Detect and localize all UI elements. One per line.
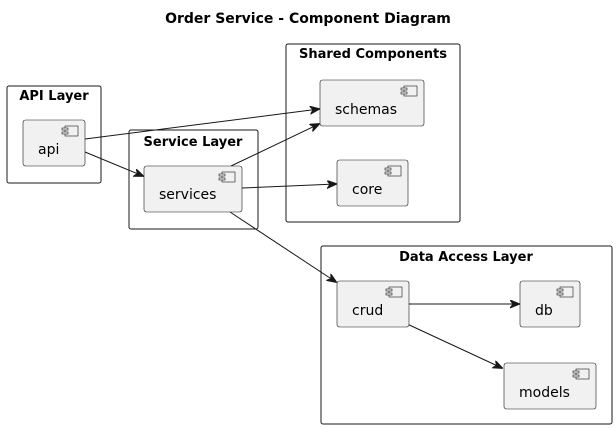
edge-services-to-crud xyxy=(229,211,336,282)
edge-crud-to-models xyxy=(404,322,502,368)
component-icon xyxy=(61,125,79,137)
component-icon xyxy=(218,171,236,183)
component-label-models: models xyxy=(519,385,570,401)
edges xyxy=(84,109,519,368)
component-models[interactable]: models xyxy=(503,362,597,410)
component-api[interactable]: api xyxy=(22,119,86,167)
package-label-data-access-layer: Data Access Layer xyxy=(399,250,533,265)
component-label-crud: crud xyxy=(352,303,383,319)
edge-services-to-schemas xyxy=(230,124,319,167)
component-icon xyxy=(400,85,418,97)
package-label-api-layer: API Layer xyxy=(19,89,89,104)
component-crud[interactable]: crud xyxy=(336,280,410,328)
edge-services-to-core xyxy=(241,184,336,188)
component-schemas[interactable]: schemas xyxy=(319,79,425,127)
edge-api-to-services xyxy=(84,151,143,176)
diagram-title: Order Service - Component Diagram xyxy=(165,11,451,27)
component-icon xyxy=(384,165,402,177)
package-label-shared-components: Shared Components xyxy=(299,47,447,62)
component-services[interactable]: services xyxy=(143,165,243,213)
component-icon xyxy=(385,286,403,298)
component-label-db: db xyxy=(535,303,553,319)
component-db[interactable]: db xyxy=(519,280,581,328)
component-icon xyxy=(556,286,574,298)
component-core[interactable]: core xyxy=(336,159,409,207)
package-label-service-layer: Service Layer xyxy=(144,135,244,150)
edge-api-to-schemas xyxy=(84,109,319,140)
component-label-core: core xyxy=(352,182,382,198)
component-label-schemas: schemas xyxy=(335,102,397,118)
component-icon xyxy=(572,368,590,380)
component-label-api: api xyxy=(38,142,59,158)
component-label-services: services xyxy=(159,187,216,203)
